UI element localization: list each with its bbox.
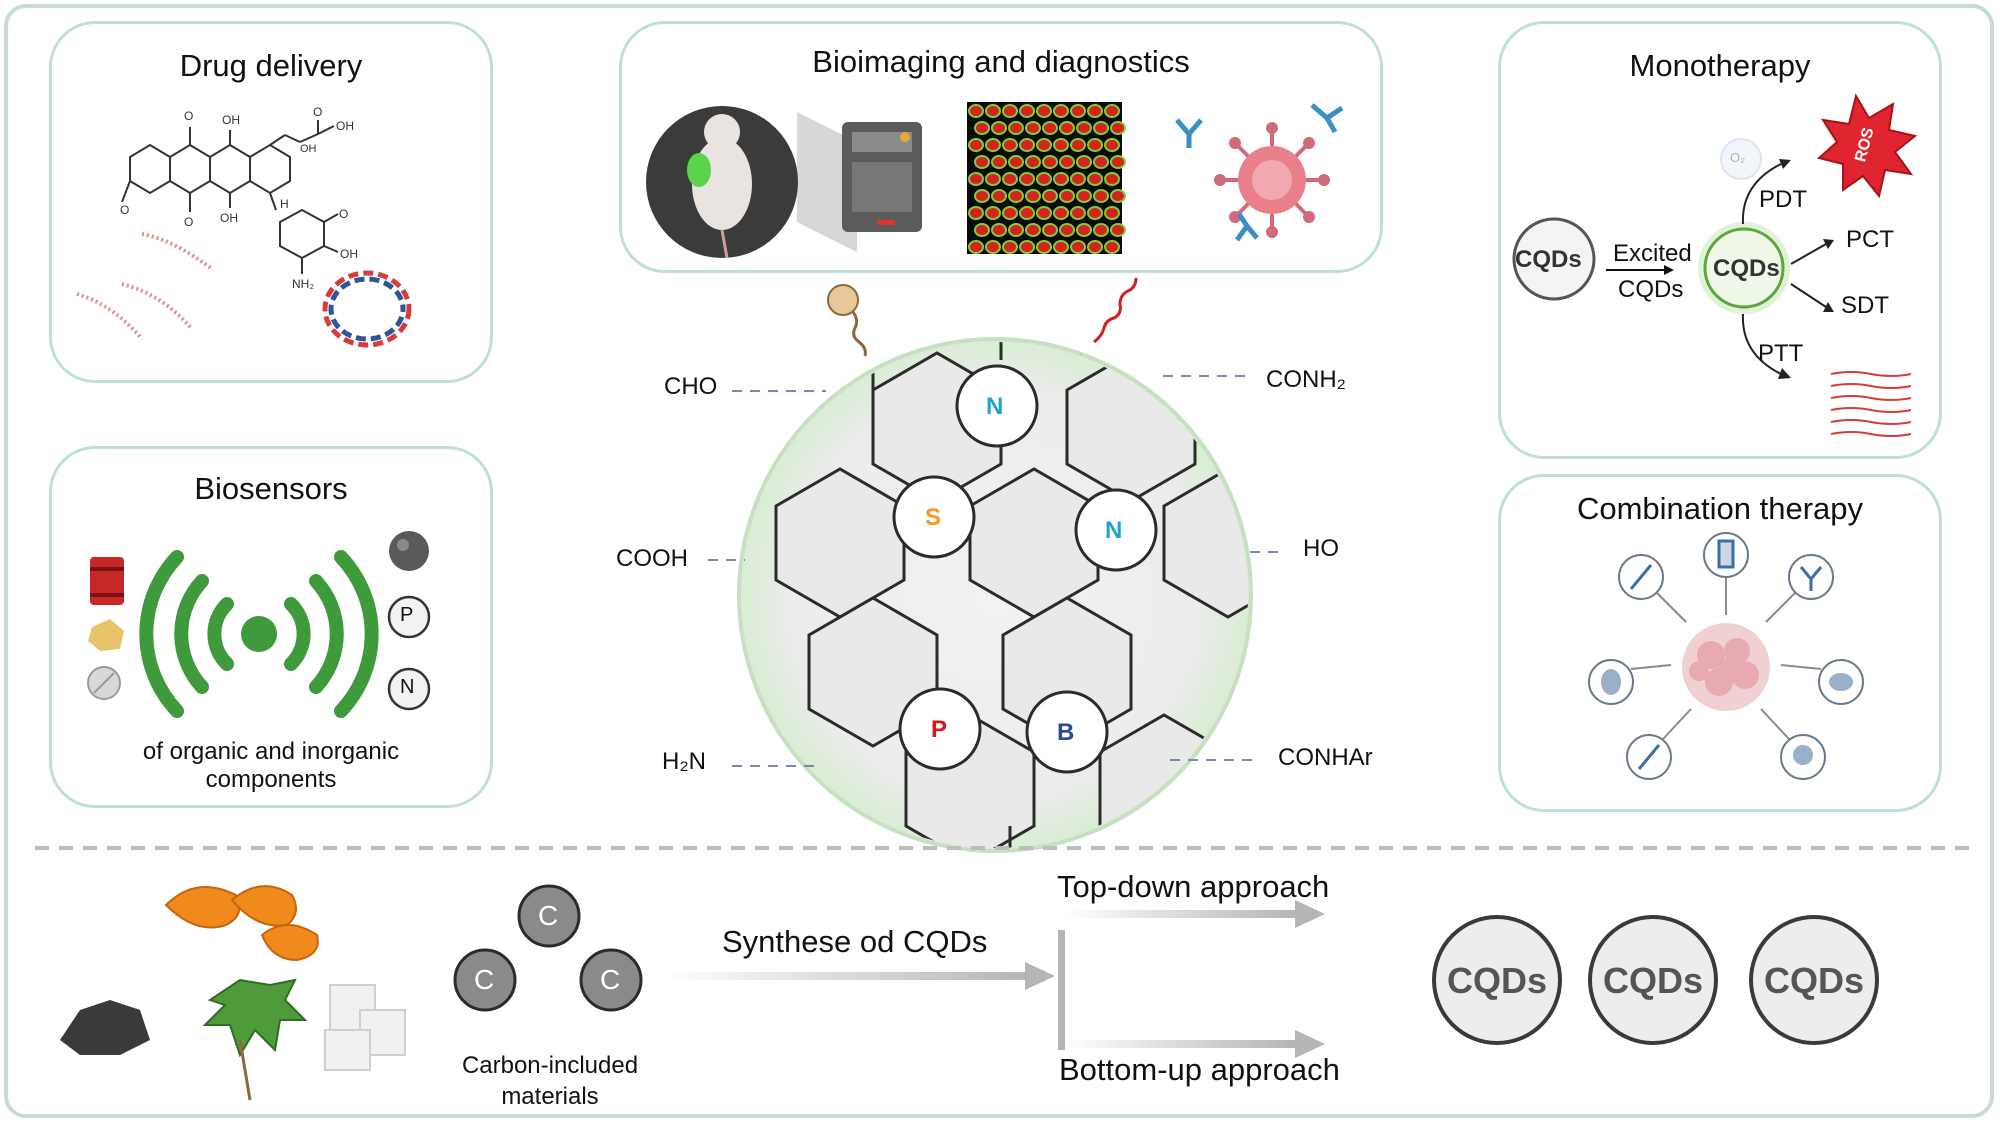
drug-label-oh2: OH: [336, 119, 354, 133]
pdt-label: PDT: [1759, 186, 1807, 213]
group-conh2: CONH₂: [1266, 366, 1346, 393]
monotherapy-title: Monotherapy: [1629, 48, 1811, 83]
heteroatom-n2: N: [1105, 517, 1123, 544]
drug-label-oh3: OH: [300, 143, 317, 155]
combination-therapy-icon: [1588, 532, 1864, 780]
monotherapy-diagram: [1512, 93, 1918, 437]
biosensors-title: Biosensors: [194, 471, 348, 506]
product-cqds-2: CQDs: [1602, 960, 1704, 1001]
heteroatom-n1: N: [986, 393, 1004, 420]
group-ho: HO: [1303, 535, 1339, 562]
biosensor-signal-icon: [87, 531, 431, 718]
leaf-icon: [202, 978, 308, 1058]
drug-delivery-panel: Drug delivery O OH O OH OH O OH H O O: [49, 21, 493, 383]
excited-label-line2: CQDs: [1618, 276, 1684, 303]
group-h2n: H₂N: [662, 748, 706, 775]
heteroatom-p: P: [931, 716, 948, 743]
combination-panel: Combination therapy: [1498, 474, 1942, 812]
fluorescent-cells-icon: [967, 102, 1126, 254]
product-cqds-3: CQDs: [1763, 960, 1865, 1001]
bioimaging-title: Bioimaging and diagnostics: [812, 44, 1190, 79]
carbon-atom-3: C: [600, 964, 621, 995]
product-cqds-1: CQDs: [1446, 960, 1548, 1001]
biosensor-atom-p: P: [400, 604, 414, 626]
group-cho: CHO: [664, 373, 718, 400]
top-down-label: Top-down approach: [1057, 869, 1330, 904]
monotherapy-panel: Monotherapy CQDs Excited C: [1498, 21, 1942, 459]
drug-label-o3: O: [184, 215, 193, 229]
carbon-atom-2: C: [474, 964, 495, 995]
mouse-imaging-icon: [646, 106, 922, 259]
pct-label: PCT: [1846, 226, 1894, 253]
synthesis-arrow-label: Synthese od CQDs: [722, 924, 988, 959]
group-conhar: CONHAr: [1278, 744, 1373, 771]
plasmid-icon: [322, 270, 412, 348]
biosensor-atom-n: N: [400, 676, 415, 698]
o2-label: O₂: [1730, 150, 1746, 165]
group-cooh: COOH: [616, 545, 688, 572]
biosensor-caption-line1: of organic and inorganic: [142, 738, 400, 765]
rna-strands-icon: [76, 232, 214, 341]
cqds-excited-label: CQDs: [1713, 255, 1780, 282]
drug-label-oh5: OH: [340, 247, 358, 261]
drug-label-o5: O: [339, 207, 348, 221]
biosensor-caption-line2: components: [205, 766, 337, 793]
cqds-ground-label: CQDs: [1515, 246, 1582, 273]
bottom-up-label: Bottom-up approach: [1059, 1052, 1340, 1087]
excited-label-line1: Excited: [1613, 240, 1692, 267]
carbon-label-line2: materials: [501, 1083, 599, 1110]
carbon-atom-1: C: [538, 900, 559, 931]
bioimaging-panel: Bioimaging and diagnostics: [619, 21, 1383, 273]
drug-label-h: H: [280, 197, 289, 211]
combination-title: Combination therapy: [1576, 491, 1864, 526]
carbon-label-line1: Carbon-included: [461, 1052, 639, 1079]
ptt-label: PTT: [1758, 340, 1804, 367]
heteroatom-b: B: [1057, 719, 1075, 746]
drug-label-o4: O: [120, 203, 129, 217]
drug-delivery-title: Drug delivery: [179, 48, 363, 83]
biosensors-panel: Biosensors P N of organic and inorganic …: [49, 446, 493, 808]
drug-label-oh1: OH: [222, 113, 240, 127]
doxorubicin-structure-icon: O OH O OH OH O OH H O O OH NH₂: [120, 105, 358, 291]
virus-antibody-icon: [1175, 103, 1344, 242]
drug-label-o1: O: [184, 109, 193, 123]
drug-label-nh2: NH₂: [292, 277, 314, 291]
sdt-label: SDT: [1841, 292, 1889, 319]
figure-frame: [4, 4, 1994, 1118]
heteroatom-s: S: [925, 504, 942, 531]
drug-label-oh4: OH: [220, 211, 238, 225]
ros-burst-icon: [1816, 93, 1918, 199]
drug-label-o2: O: [313, 105, 322, 119]
